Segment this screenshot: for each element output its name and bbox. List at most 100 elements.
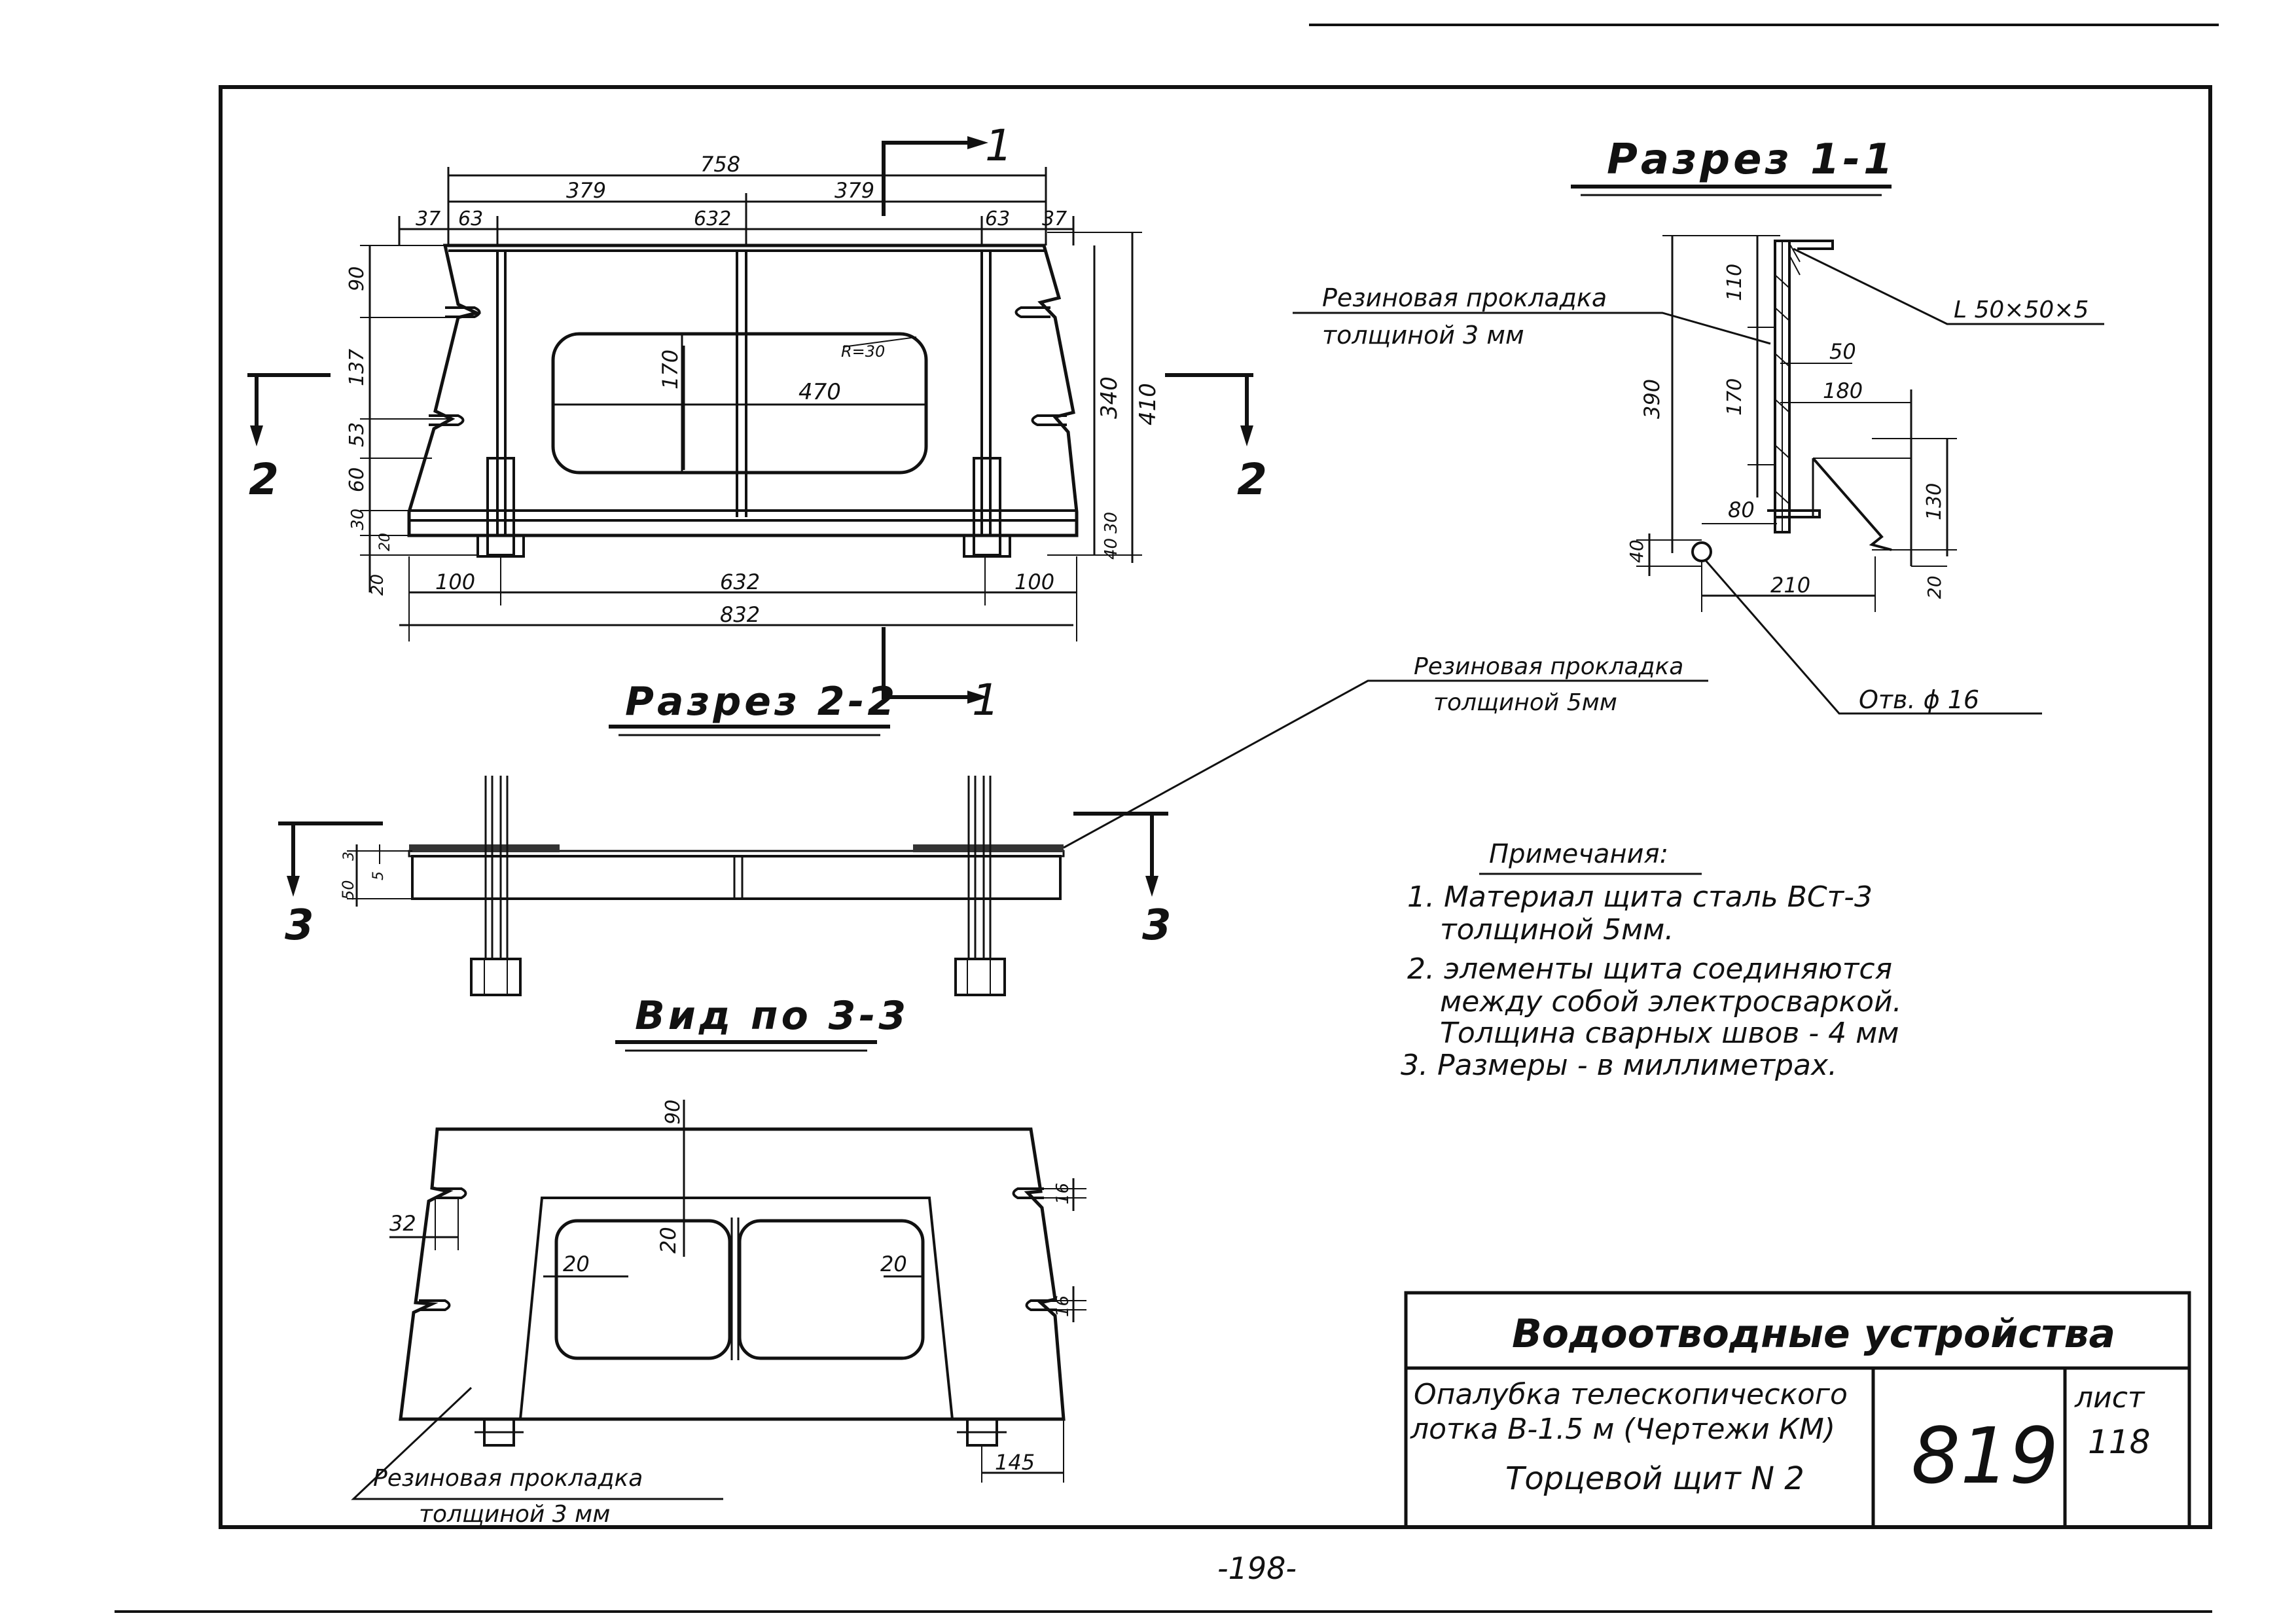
dim-40-right: 40 bbox=[1102, 538, 1121, 560]
slot-right-top bbox=[1014, 306, 1050, 318]
dim-63-left: 63 bbox=[458, 208, 483, 230]
dim-2-2-5: 5 bbox=[370, 871, 387, 880]
dim-20: 20 bbox=[1924, 575, 1945, 599]
dim-60: 60 bbox=[346, 467, 368, 492]
view-3-3: Вид по 3-3 bbox=[351, 993, 1086, 1528]
slot-3-3-left-bottom bbox=[419, 1299, 451, 1311]
page-number: -198- bbox=[1217, 1551, 1297, 1586]
gasket-left bbox=[409, 844, 560, 852]
section-mark-3-left: 3 bbox=[285, 901, 314, 950]
gasket-thickness-3-3: толщиной 3 мм bbox=[419, 1501, 610, 1528]
title-desc-1: Опалубка телескопического bbox=[1414, 1378, 1848, 1411]
gasket-right bbox=[913, 844, 1064, 852]
note-1-cont: толщиной 5мм. bbox=[1440, 913, 1674, 947]
foot-left bbox=[486, 457, 515, 556]
dim-40: 40 bbox=[1626, 539, 1647, 563]
leader-gasket-3-3 bbox=[351, 1386, 723, 1500]
dim-30-right: 30 bbox=[1102, 512, 1121, 533]
notes: Примечания: 1. Материал щита сталь ВСт-3… bbox=[1401, 839, 1902, 1082]
leader-gasket-1-1 bbox=[1293, 312, 1771, 345]
slot-left-bottom bbox=[429, 414, 465, 426]
dim-r30: R=30 bbox=[841, 342, 885, 361]
section-mark-2-right: 2 bbox=[1237, 454, 1267, 505]
dim-80: 80 bbox=[1728, 497, 1755, 522]
hole-label: Отв. ϕ 16 bbox=[1859, 685, 1979, 714]
note-1: 1. Материал щита сталь ВСт-3 bbox=[1407, 880, 1873, 914]
angle-section bbox=[1789, 240, 1834, 250]
dim-632-top: 632 bbox=[694, 208, 731, 230]
dim-100-left: 100 bbox=[435, 569, 475, 594]
support-leg bbox=[1812, 457, 1892, 551]
dim-53: 53 bbox=[346, 422, 368, 447]
dim-180: 180 bbox=[1823, 378, 1863, 403]
sheet-label: лист bbox=[2074, 1381, 2145, 1415]
dim-2-2-3: 3 bbox=[341, 852, 357, 861]
foot-right bbox=[973, 457, 1001, 556]
section-mark-1-bottom: 1 bbox=[972, 675, 999, 725]
leader-gasket-2-2 bbox=[1063, 679, 1708, 849]
drawing-frame bbox=[219, 85, 2212, 1529]
notes-title: Примечания: bbox=[1489, 839, 1668, 869]
slot-3-3-right-top bbox=[1012, 1187, 1044, 1199]
dim-63-right: 63 bbox=[985, 208, 1010, 230]
gasket-label-3-3: Резиновая прокладка bbox=[373, 1465, 643, 1492]
section-mark-3-right: 3 bbox=[1142, 901, 1172, 950]
leader-angle bbox=[1793, 247, 2104, 325]
front-view: 1 1 2 2 758 379 379 37 63 632 63 37 90 1… bbox=[247, 120, 1267, 725]
window-right bbox=[738, 1219, 925, 1360]
dim-3-3-16-top: 16 bbox=[1053, 1183, 1073, 1204]
note-2: 2. элементы щита соединяются bbox=[1407, 952, 1892, 986]
dim-340: 340 bbox=[1096, 376, 1122, 419]
rib-2-2-left bbox=[470, 776, 522, 996]
title-desc-2: лотка В-1.5 м (Чертежи КМ) bbox=[1410, 1413, 1835, 1446]
rib-2-2-right bbox=[954, 776, 1006, 996]
dim-3-3-90: 90 bbox=[662, 1100, 685, 1125]
dim-130: 130 bbox=[1923, 483, 1946, 520]
note-2-cont: между собой электросваркой. bbox=[1440, 985, 1902, 1019]
dim-3-3-16-bottom: 16 bbox=[1053, 1295, 1073, 1317]
dim-758: 758 bbox=[700, 152, 740, 177]
dim-50: 50 bbox=[1829, 339, 1856, 364]
slot-3-3-right-bottom bbox=[1025, 1299, 1057, 1311]
gasket-label-1-1: Резиновая прокладка bbox=[1322, 283, 1607, 312]
dim-832: 832 bbox=[720, 602, 760, 627]
dim-210: 210 bbox=[1770, 573, 1810, 598]
dim-30-left: 30 bbox=[348, 509, 368, 530]
dim-410: 410 bbox=[1135, 383, 1161, 425]
plate-2-2 bbox=[411, 855, 1062, 900]
window-left bbox=[554, 1219, 732, 1360]
slot-left-top bbox=[445, 306, 481, 318]
dim-3-3-32: 32 bbox=[389, 1211, 416, 1236]
dim-3-3-145: 145 bbox=[995, 1450, 1035, 1475]
dim-110: 110 bbox=[1723, 264, 1746, 301]
window-opening bbox=[551, 332, 928, 475]
dim-170: 170 bbox=[1723, 378, 1746, 416]
section-2-2-title: Разрез 2-2 bbox=[625, 679, 898, 725]
section-mark-2-left: 2 bbox=[249, 454, 279, 505]
view-3-3-title: Вид по 3-3 bbox=[635, 993, 909, 1039]
dim-632-bottom: 632 bbox=[720, 569, 760, 594]
title-desc-3: Торцевой щит N 2 bbox=[1505, 1460, 1804, 1497]
gasket-thickness-2-2: толщиной 5мм bbox=[1433, 689, 1617, 716]
dim-37-left: 37 bbox=[416, 208, 440, 230]
title-block: Водоотводные устройства Опалубка телеско… bbox=[1404, 1291, 2191, 1529]
dim-3-3-20-top: 20 bbox=[656, 1227, 681, 1254]
dim-137: 137 bbox=[346, 349, 368, 386]
dim-20-left-a: 20 bbox=[377, 533, 393, 551]
note-3: 3. Размеры - в миллиметрах. bbox=[1401, 1049, 1837, 1082]
hole-circle bbox=[1691, 541, 1712, 562]
dim-470-window: 470 bbox=[798, 379, 841, 405]
dim-100-right: 100 bbox=[1014, 569, 1054, 594]
leader-hole bbox=[1704, 559, 2042, 715]
dim-379-left: 379 bbox=[566, 178, 606, 203]
title-header: Водоотводные устройства bbox=[1512, 1311, 2115, 1357]
panel-outline bbox=[407, 244, 1079, 537]
section-mark-1-top: 1 bbox=[985, 120, 1013, 171]
inner-frame bbox=[519, 1197, 954, 1420]
dim-37-right: 37 bbox=[1042, 208, 1067, 230]
slot-right-bottom bbox=[1031, 414, 1067, 426]
note-2-weld: Толщина сварных швов - 4 мм bbox=[1440, 1017, 1899, 1050]
section-1-1-title: Разрез 1-1 bbox=[1607, 135, 1896, 184]
dim-390: 390 bbox=[1640, 379, 1664, 419]
